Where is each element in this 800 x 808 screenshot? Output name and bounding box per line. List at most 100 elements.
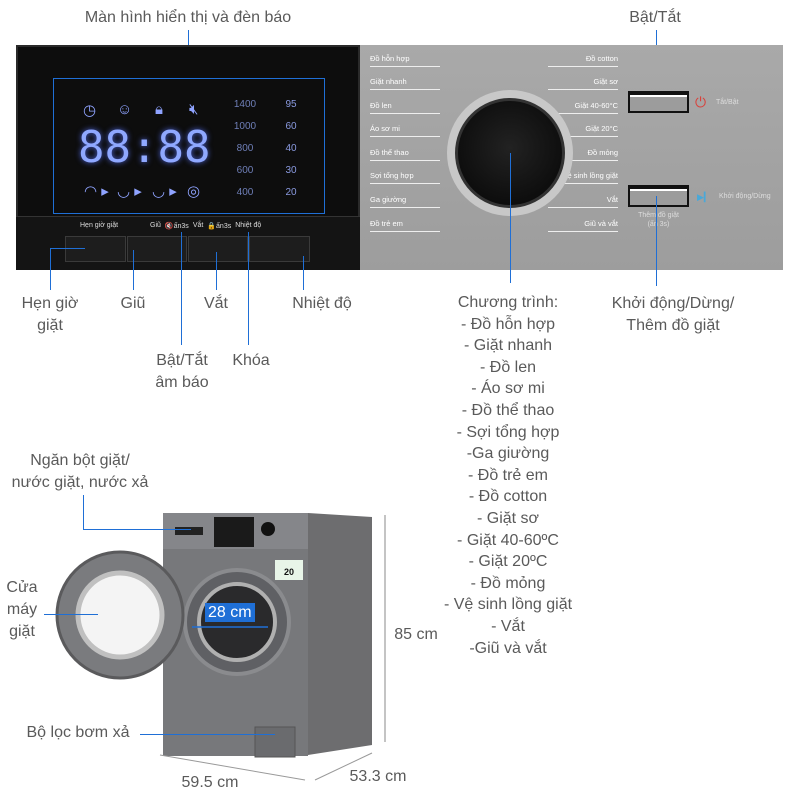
program-item: - Đồ cotton: [468, 488, 548, 506]
depth-dimension: 53.3 cm: [349, 768, 407, 785]
drawer-callout-line1: Ngăn bột giặt/: [30, 452, 130, 469]
callout-line: [83, 529, 191, 530]
rinse-button-label: Giũ: [150, 222, 161, 229]
machine-display: [214, 517, 254, 547]
rinse-icon: ◡ ▸: [117, 183, 142, 200]
speed-value: 600: [236, 165, 254, 176]
sound-callout-line1: Bật/Tắt: [156, 352, 208, 369]
callout-line: [83, 495, 84, 529]
timer-callout-line1: Hẹn giờ: [21, 295, 79, 312]
add-clothes-hint: Thêm đồ giặt(ấn 3s): [628, 211, 689, 229]
detergent-drawer: [175, 527, 203, 535]
add-hint-line2: (ấn 3s): [647, 221, 670, 228]
timer-button[interactable]: [65, 236, 126, 262]
timer-callout-line2: giặt: [37, 317, 63, 334]
speed-value: 800: [236, 143, 254, 154]
program-label: Đồ trẻ em: [370, 219, 440, 232]
program-label: Giặt 20°C: [548, 124, 618, 137]
filter-cover: [254, 726, 296, 758]
power-button[interactable]: [628, 91, 689, 113]
spin-button[interactable]: [188, 236, 248, 262]
timer-button-label: Hẹn giờ giặt: [80, 222, 119, 229]
program-item: -Ga giường: [466, 445, 550, 463]
timer-callout: Hẹn giờ giặt: [10, 293, 90, 337]
spin-callout: Vắt: [203, 295, 228, 312]
temp-value: 95: [285, 99, 297, 110]
drawer-callout-line2: nước giặt, nước xả: [11, 474, 149, 491]
drain-icon: ◡ ▸: [152, 183, 177, 200]
door-callout-line1: Cửa: [6, 579, 38, 596]
machine-side: [308, 513, 372, 755]
program-label: Ga giường: [370, 195, 440, 208]
door-callout-line3: giặt: [9, 623, 35, 640]
depth-arrow: [314, 752, 373, 781]
energy-label-number: 20: [284, 567, 294, 577]
power-button-label: Tắt/Bật: [716, 99, 739, 106]
width-arrow: [159, 754, 306, 781]
program-item: - Đồ mỏng: [470, 574, 546, 592]
sound-callout-line2: âm báo: [155, 374, 209, 391]
door-diameter-label: 28 cm: [205, 603, 255, 622]
rinse-button[interactable]: [127, 236, 187, 262]
program-label: Vệ sinh lồng giặt: [548, 171, 618, 184]
temp-button-label: Nhiệt độ: [235, 222, 262, 229]
program-label: Giặt 40-60°C: [548, 101, 618, 114]
start-callout-line2: Thêm đồ giặt: [626, 317, 720, 334]
height-dimension: 85 cm: [394, 626, 438, 643]
program-label: Giũ và vắt: [548, 219, 618, 232]
callout-line: [133, 250, 134, 290]
machine-dial: [261, 522, 275, 536]
power-callout: Bật/Tắt: [629, 9, 681, 26]
wash-icon: ◠ ▸: [84, 183, 109, 200]
callout-line: [44, 614, 98, 615]
start-button[interactable]: [628, 185, 689, 207]
program-label: Giặt sơ: [548, 77, 618, 90]
callout-line: [216, 252, 217, 290]
callout-line: [181, 232, 182, 345]
filter-callout: Bộ lọc bơm xả: [26, 724, 130, 741]
program-item: - Giặt 40-60ºC: [457, 531, 559, 549]
speed-value: 400: [236, 187, 254, 198]
program-label: Đồ mỏng: [548, 148, 618, 161]
program-item: - Giặt 20ºC: [468, 553, 548, 571]
program-item: - Sợi tổng hợp: [456, 423, 560, 441]
callout-line: [50, 248, 51, 290]
mute-icon: 🔇︎: [189, 101, 199, 118]
drum: [197, 582, 277, 662]
program-item: - Đồ thể thao: [461, 401, 555, 419]
temp-button[interactable]: [249, 236, 310, 262]
start-button-label: Khởi động/Dừng: [719, 193, 771, 200]
temperature-callout: Nhiệt độ: [292, 295, 352, 312]
start-callout-line1: Khởi động/Dừng/: [611, 295, 735, 312]
door-glass: [75, 570, 165, 660]
program-item: -Giũ và vắt: [469, 639, 547, 657]
start-callout: Khởi động/Dừng/Thêm đồ giặt: [598, 293, 748, 337]
display-callout: Màn hình hiển thị và đèn báo: [84, 9, 292, 26]
speed-value: 1000: [233, 121, 257, 132]
program-item: - Đồ len: [479, 358, 537, 376]
callout-line: [656, 196, 657, 286]
speed-value: 1400: [233, 99, 257, 110]
energy-label: [275, 560, 303, 580]
program-label: Sợi tổng hợp: [370, 171, 440, 184]
lock-hint: 🔒ấn3s: [207, 223, 232, 230]
temp-value: 20: [285, 187, 297, 198]
program-label: Đồ len: [370, 101, 440, 114]
temp-value: 30: [285, 165, 297, 176]
programs-list: Chương trình: - Đồ hỗn hợp - Giặt nhanh …: [418, 292, 598, 659]
spin-button-label: Vắt: [192, 222, 204, 229]
spin-icon: ◎: [187, 183, 201, 200]
temp-value: 40: [285, 143, 297, 154]
program-label: Giặt nhanh: [370, 77, 440, 90]
button-labels-row: Giũ 🔇ấn3s Vắt 🔒ấn3s Nhiệt độ: [150, 222, 261, 230]
callout-line: [140, 734, 275, 735]
play-pause-icon: ▶▎: [697, 192, 711, 202]
program-label: Đồ cotton: [548, 54, 618, 67]
program-item: - Đồ hỗn hợp: [460, 315, 556, 333]
clock-icon: ◷: [83, 102, 97, 119]
rinse-callout: Giũ: [120, 295, 146, 312]
smiley-icon: ☺: [117, 101, 133, 118]
program-label: Áo sơ mi: [370, 124, 440, 137]
